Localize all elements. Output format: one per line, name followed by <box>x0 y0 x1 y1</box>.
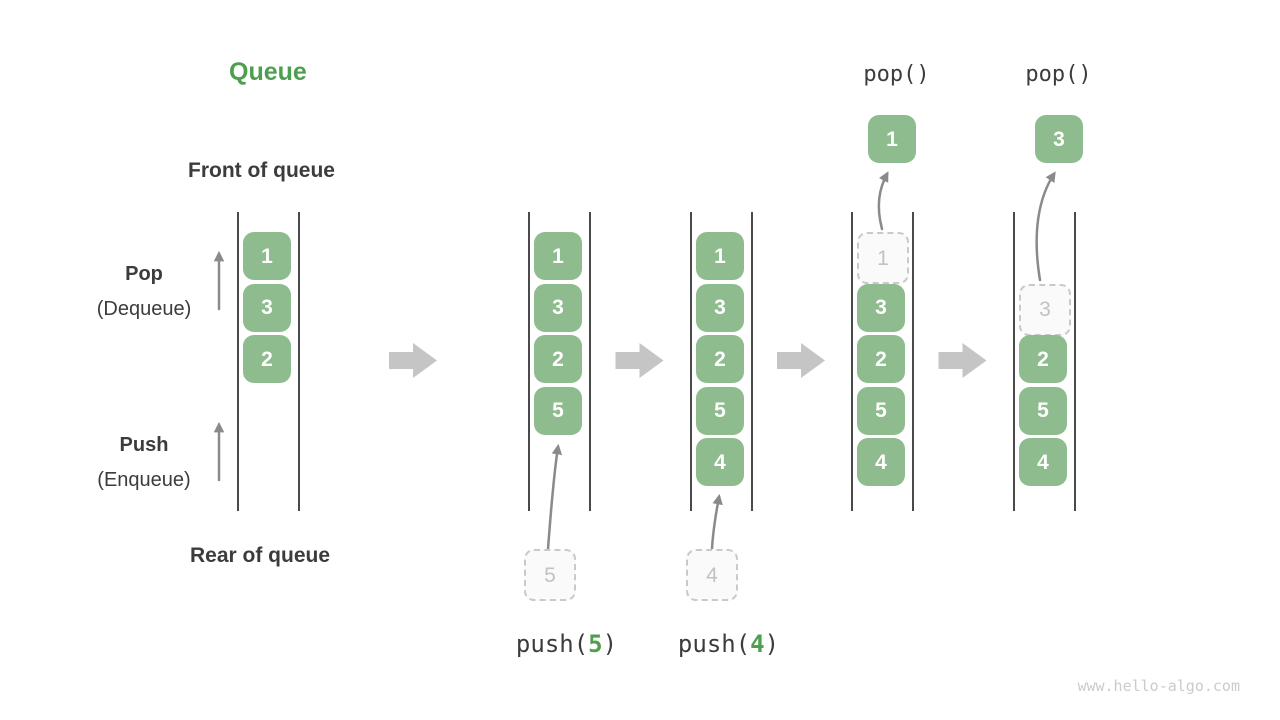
flow-arrow <box>877 171 889 231</box>
transition-arrow <box>389 343 437 378</box>
popped-item-1: 1 <box>868 115 916 163</box>
pop-call-label: pop() <box>1025 62 1092 87</box>
queue-rail <box>237 212 239 511</box>
queue-item-5: 5 <box>534 386 582 435</box>
push-call-label: push(4) <box>629 631 829 657</box>
push-call-prefix: push( <box>677 630 751 658</box>
queue-item-2: 2 <box>534 335 582 383</box>
queue-item-5: 5 <box>696 386 744 435</box>
queue-item-3: 3 <box>534 283 582 332</box>
enqueue-label: (Enqueue) <box>97 469 191 491</box>
queue-item-1-ghost: 1 <box>857 232 909 284</box>
queue-rail <box>528 212 530 511</box>
rear-of-queue-label: Rear of queue <box>190 544 331 567</box>
queue-item-2: 2 <box>1019 335 1067 383</box>
front-of-queue-label: Front of queue <box>188 159 335 182</box>
queue-item-1: 1 <box>696 232 744 280</box>
queue-item-1: 1 <box>243 232 291 280</box>
pop-call-label: pop() <box>863 62 930 87</box>
queue-rail <box>751 212 753 511</box>
pop-label: Pop <box>125 263 163 285</box>
queue-item-4: 4 <box>696 438 744 486</box>
push-call-arg: 4 <box>750 630 765 658</box>
flow-arrow <box>710 493 723 551</box>
push-call-suffix: ) <box>764 630 780 658</box>
queue-item-2: 2 <box>243 335 291 383</box>
push-call-label: push(5) <box>467 631 667 657</box>
queue-item-4: 4 <box>857 438 905 486</box>
queue-rail <box>1074 212 1076 511</box>
push-call-suffix: ) <box>602 630 618 658</box>
popped-item-3: 3 <box>1035 115 1083 163</box>
queue-item-3: 3 <box>857 283 905 332</box>
transition-arrow <box>777 343 825 378</box>
queue-item-2: 2 <box>696 335 744 383</box>
diagram-title: Queue <box>229 58 307 86</box>
queue-item-3-ghost: 3 <box>1019 283 1071 336</box>
transition-arrow <box>615 343 664 378</box>
queue-item-5: 5 <box>857 386 905 435</box>
push-label: Push <box>119 434 169 456</box>
queue-item-3: 3 <box>696 283 744 332</box>
queue-item-5: 5 <box>1019 386 1067 435</box>
queue-rail <box>912 212 914 511</box>
dequeue-label: (Dequeue) <box>96 298 192 320</box>
queue-item-3: 3 <box>243 283 291 332</box>
queue-item-2: 2 <box>857 335 905 383</box>
watermark: www.hello-algo.com <box>1077 677 1240 695</box>
queue-rail <box>298 212 300 511</box>
staging-item-5: 5 <box>524 549 576 601</box>
queue-rail <box>690 212 692 511</box>
transition-arrow <box>938 343 987 378</box>
queue-rail <box>589 212 591 511</box>
queue-rail <box>1013 212 1015 511</box>
staging-item-4: 4 <box>686 549 738 601</box>
flow-arrow <box>546 443 563 551</box>
flow-arrow <box>1035 171 1056 282</box>
queue-item-1: 1 <box>534 232 582 280</box>
queue-rail <box>851 212 853 511</box>
queue-item-4: 4 <box>1019 438 1067 486</box>
push-call-prefix: push( <box>515 630 589 658</box>
push-call-arg: 5 <box>588 630 603 658</box>
